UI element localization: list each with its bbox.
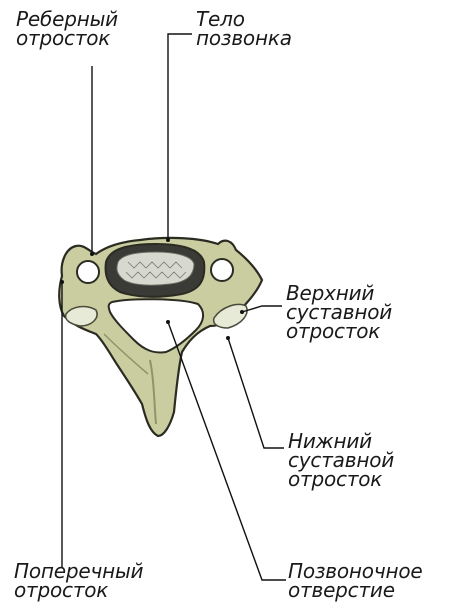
label-inferior-articular-line3: отросток [288, 470, 394, 489]
vertebra-bone [59, 238, 262, 436]
right-transverse-foramen [211, 259, 233, 281]
leader-superior-articular [242, 306, 282, 312]
label-costal-process-line2: отросток [16, 29, 118, 48]
label-superior-articular: Верхний суставной отросток [286, 284, 392, 341]
label-transverse-process-line2: отросток [14, 581, 143, 600]
label-vertebral-body-line2: позвонка [196, 29, 292, 48]
leader-vertebral-body [168, 34, 192, 240]
label-vertebral-body: Тело позвонка [196, 10, 292, 48]
left-articular-facet [66, 307, 97, 326]
vertebral-body-core [117, 252, 194, 285]
leader-vertebral-foramen [168, 322, 286, 580]
label-vertebral-foramen-line2: отверстие [288, 581, 422, 600]
label-costal-process: Реберный отросток [16, 10, 118, 48]
label-superior-articular-line3: отросток [286, 322, 392, 341]
leader-inferior-articular [228, 338, 284, 448]
left-transverse-foramen [77, 261, 99, 283]
label-transverse-process: Поперечный отросток [14, 562, 143, 600]
label-inferior-articular: Нижний суставной отросток [288, 432, 394, 489]
label-vertebral-foramen: Позвоночное отверстие [288, 562, 422, 600]
